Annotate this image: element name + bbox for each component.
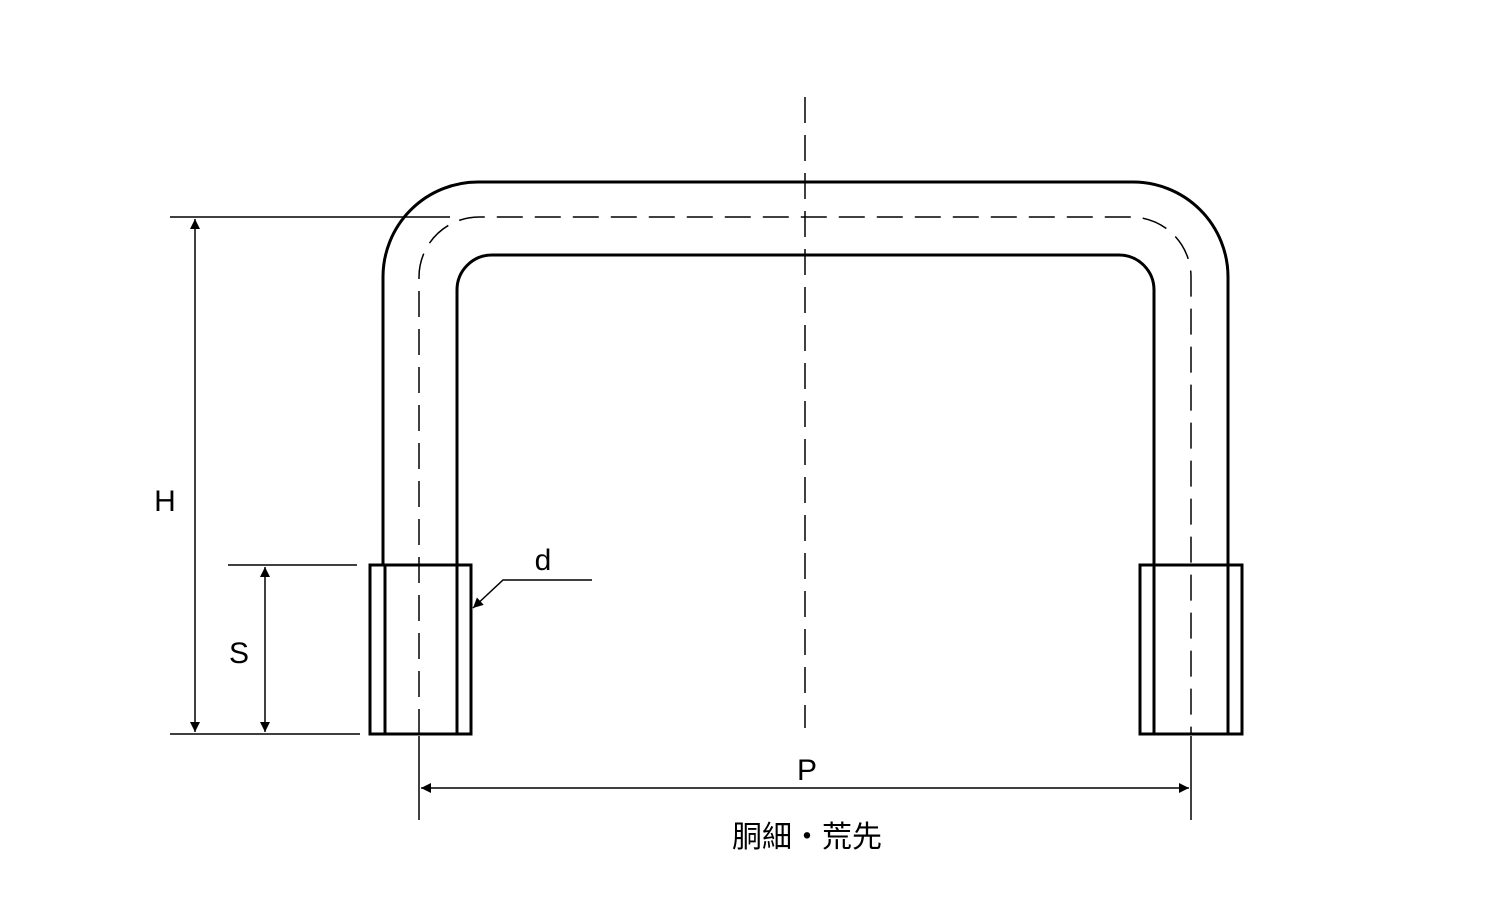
thread-length-label: S [229, 637, 249, 670]
u-bolt-outer-edge [381, 180, 1230, 565]
pitch-label: P [797, 754, 817, 787]
u-bolt-inner-edge [455, 253, 1156, 565]
bolt-center-line [418, 216, 1192, 735]
height-label: H [154, 485, 176, 518]
drawing-caption: 胴細・荒先 [732, 820, 882, 855]
diameter-leader [472, 579, 592, 609]
right-thread [1138, 563, 1244, 736]
left-thread [368, 563, 473, 736]
diameter-label: d [535, 544, 552, 577]
